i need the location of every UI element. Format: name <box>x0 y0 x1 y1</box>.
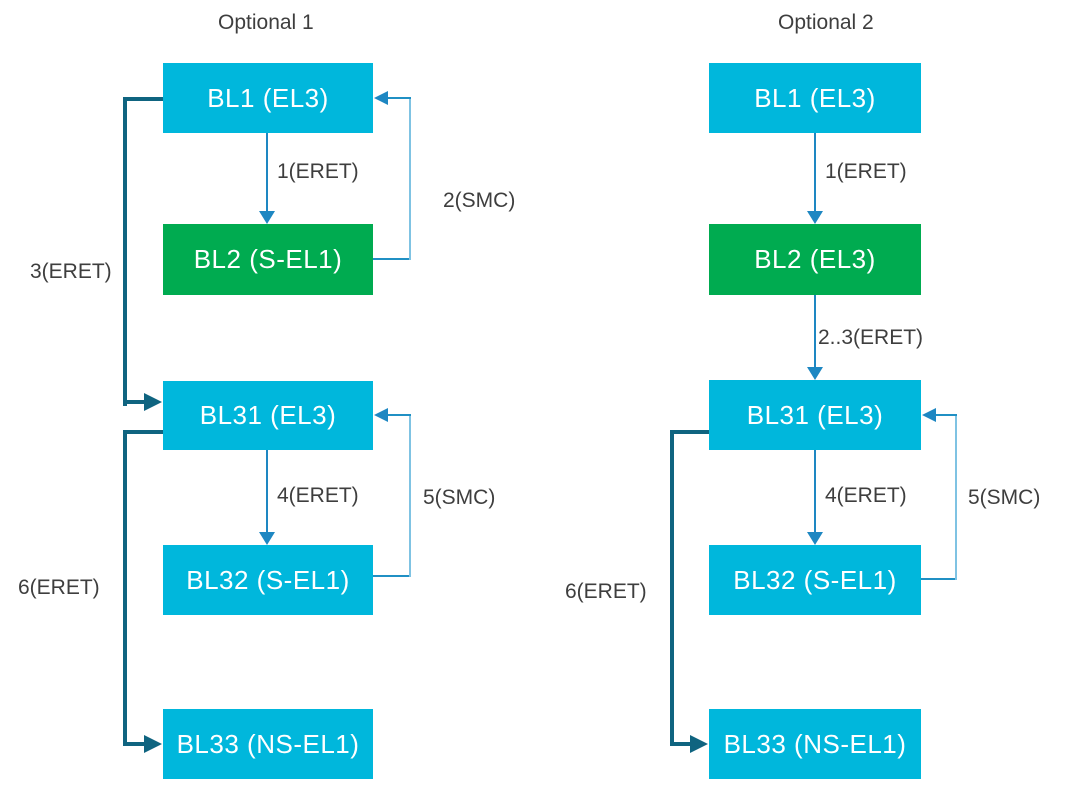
edge-23eret-line <box>814 295 816 369</box>
box-bl2-left: BL2 (S-EL1) <box>163 224 373 295</box>
edge-5smc-right-top <box>936 414 957 416</box>
edge-label-2smc-left: 2(SMC) <box>443 189 516 212</box>
edge-label-6eret-right: 6(ERET) <box>565 580 647 603</box>
edge-2smc-left-top <box>388 97 411 99</box>
edge-label-5smc-right: 5(SMC) <box>968 486 1041 509</box>
column-title-optional-2: Optional 2 <box>778 11 874 34</box>
box-bl31-right: BL31 (EL3) <box>709 380 921 450</box>
edge-5smc-right-bottom <box>921 578 957 580</box>
box-bl1-right: BL1 (EL3) <box>709 63 921 133</box>
edge-3eret-top <box>123 97 163 101</box>
edge-6eret-left-top <box>123 430 163 434</box>
edge-label-3eret: 3(ERET) <box>30 260 112 283</box>
edge-label-23eret: 2..3(ERET) <box>818 326 924 349</box>
box-bl32-right: BL32 (S-EL1) <box>709 545 921 615</box>
edge-2smc-left-bottom <box>373 258 411 260</box>
arrow-head-6eret-right <box>690 735 708 753</box>
edge-label-5smc-left: 5(SMC) <box>423 486 496 509</box>
box-bl33-left: BL33 (NS-EL1) <box>163 709 373 779</box>
edge-3eret-bottom <box>123 400 146 404</box>
edge-2smc-left-vertical <box>409 97 411 260</box>
arrow-head-23eret <box>807 367 823 380</box>
arrow-head-1eret-left <box>259 211 275 224</box>
arrow-head-3eret <box>144 393 162 411</box>
column-title-optional-1: Optional 1 <box>218 11 314 34</box>
edge-5smc-left-bottom <box>373 575 411 577</box>
edge-label-4eret-left: 4(ERET) <box>277 484 359 507</box>
edge-label-6eret-left: 6(ERET) <box>18 576 100 599</box>
edge-5smc-left-vertical <box>409 414 411 577</box>
edge-4eret-left-line <box>266 450 268 533</box>
edge-1eret-left-line <box>266 133 268 213</box>
edge-4eret-right-line <box>814 450 816 533</box>
edge-3eret-vertical <box>123 97 127 406</box>
edge-1eret-right-line <box>814 133 816 213</box>
edge-5smc-right-vertical <box>955 414 957 580</box>
edge-6eret-right-top <box>670 430 709 434</box>
edge-label-1eret-left: 1(ERET) <box>277 160 359 183</box>
box-bl2-right: BL2 (EL3) <box>709 224 921 295</box>
box-bl1-left: BL1 (EL3) <box>163 63 373 133</box>
edge-6eret-left-vertical <box>123 430 127 746</box>
arrow-head-4eret-left <box>259 532 275 545</box>
edge-5smc-left-top <box>388 414 411 416</box>
box-bl33-right: BL33 (NS-EL1) <box>709 709 921 779</box>
arrow-head-4eret-right <box>807 532 823 545</box>
arrow-head-1eret-right <box>807 211 823 224</box>
arrow-head-5smc-right <box>922 408 936 422</box>
edge-label-1eret-right: 1(ERET) <box>825 160 907 183</box>
edge-label-4eret-right: 4(ERET) <box>825 484 907 507</box>
edge-6eret-right-bottom <box>670 742 692 746</box>
edge-6eret-left-bottom <box>123 742 146 746</box>
box-bl31-left: BL31 (EL3) <box>163 381 373 450</box>
arrow-head-5smc-left <box>374 408 388 422</box>
edge-6eret-right-vertical <box>670 430 674 746</box>
arrow-head-2smc-left <box>374 91 388 105</box>
box-bl32-left: BL32 (S-EL1) <box>163 545 373 615</box>
arrow-head-6eret-left <box>144 735 162 753</box>
